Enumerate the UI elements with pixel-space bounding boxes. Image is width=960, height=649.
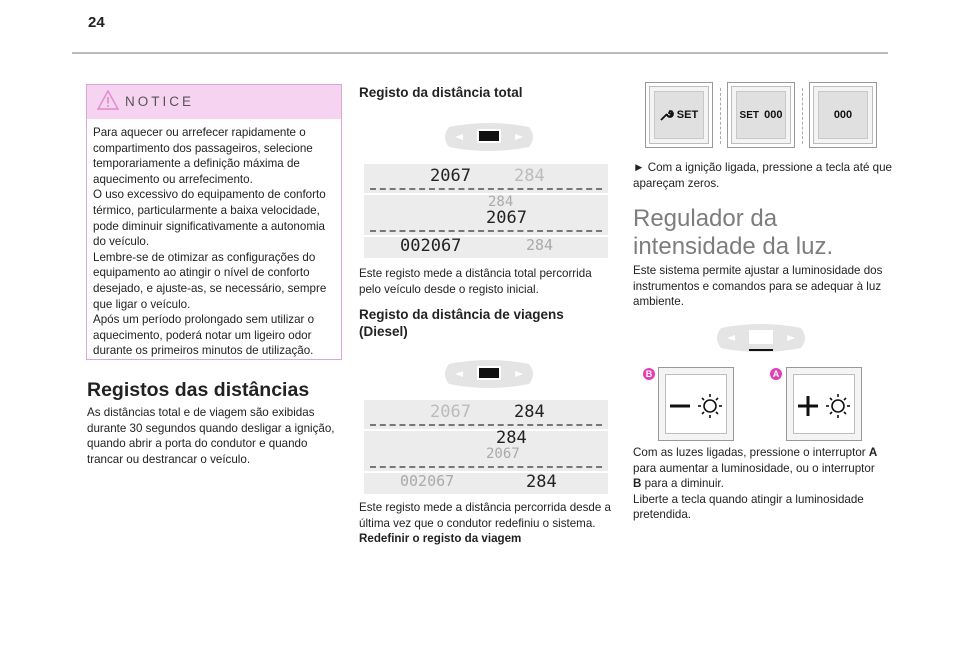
warning-icon [97, 89, 119, 110]
dimmer-text: Este sistema permite ajustar a luminosid… [633, 264, 883, 309]
screen-trip-value: 284 [514, 166, 545, 186]
set-zero-button[interactable]: SET 000 [727, 82, 795, 148]
instr-switch-a: A [868, 446, 878, 459]
brightness-decrease-button[interactable] [658, 367, 734, 441]
bullet-arrow-icon: ► [633, 161, 645, 174]
screen-trip-full: 284 [526, 236, 554, 254]
minus-sun-icon [670, 394, 722, 418]
trip-text: Este registo mede a distância percorrida… [359, 500, 621, 547]
badge-b: B [643, 368, 655, 380]
zeros-button[interactable]: 000 [809, 82, 877, 148]
page-number: 24 [88, 14, 105, 31]
screen-total-full: 002067 [400, 236, 462, 256]
instrument-cluster-icon-3 [713, 318, 809, 358]
instrument-cluster-icon [441, 117, 537, 157]
trip-odometer-screen: 2067 284 284 2067 002067 284 [364, 400, 608, 494]
set-label: SET [676, 109, 699, 121]
instr-part-4: Liberte a tecla quando atingir a luminos… [633, 492, 864, 522]
trip-description: Este registo mede a distância percorrida… [359, 501, 611, 530]
notice-box: NOTICE Para aquecer ou arrefecer rapidam… [86, 84, 342, 360]
total-text: Este registo mede a distância total perc… [359, 267, 592, 296]
badge-a: A [770, 368, 782, 380]
screen-trip-full: 284 [526, 472, 557, 492]
set-button[interactable]: SET [645, 82, 713, 148]
header-rule [72, 52, 888, 54]
screen-total-value: 2067 [430, 402, 471, 422]
instr-part-3: para a diminuir. [641, 477, 724, 491]
screen-trip-value-2: 284 [496, 428, 527, 448]
screen-trip-value: 284 [514, 402, 545, 422]
brightness-increase-button[interactable] [786, 367, 862, 441]
total-heading: Registo da distância total [359, 85, 523, 100]
trip-heading: Registo da distância de viagens (Diesel) [359, 307, 564, 339]
set-label-2: SET [739, 109, 759, 121]
notice-header: NOTICE [87, 85, 341, 119]
distances-text: As distâncias total e de viagem são exib… [87, 406, 335, 466]
wrench-icon [660, 109, 674, 121]
zeros-label: 000 [764, 109, 783, 121]
dimmer-instructions: Com as luzes ligadas, pressione o interr… [633, 445, 895, 523]
ignition-text: Com a ignição ligada, pressione a tecla … [633, 161, 892, 190]
zeros-label-2: 000 [833, 109, 853, 121]
plus-sun-icon [798, 394, 850, 418]
separator-2 [802, 88, 803, 144]
separator [720, 88, 721, 144]
screen-total-full: 002067 [400, 472, 455, 490]
instr-switch-b: B [633, 477, 642, 491]
ignition-instruction: ► Com a ignição ligada, pressione a tecl… [633, 160, 893, 191]
screen-total-value-2: 2067 [486, 446, 520, 462]
dimmer-heading: Regulador da intensidade da luz. [633, 205, 834, 260]
screen-total-value-2: 2067 [486, 208, 527, 228]
screen-trip-value-2: 284 [488, 194, 514, 210]
instr-part-2: para aumentar a luminosidade, ou o inter… [633, 461, 875, 475]
notice-title: NOTICE [125, 94, 195, 109]
instrument-cluster-icon-2 [441, 354, 537, 394]
total-odometer-screen: 2067 284 284 2067 002067 284 [364, 164, 608, 258]
distances-heading: Registos das distâncias [87, 379, 310, 401]
instr-part-1: Com as luzes ligadas, pressione o interr… [633, 446, 869, 459]
screen-total-value: 2067 [430, 166, 471, 186]
notice-text: Para aquecer ou arrefecer rapidamente o … [93, 126, 327, 358]
trip-reset-label: Redefinir o registo da viagem [359, 532, 522, 546]
